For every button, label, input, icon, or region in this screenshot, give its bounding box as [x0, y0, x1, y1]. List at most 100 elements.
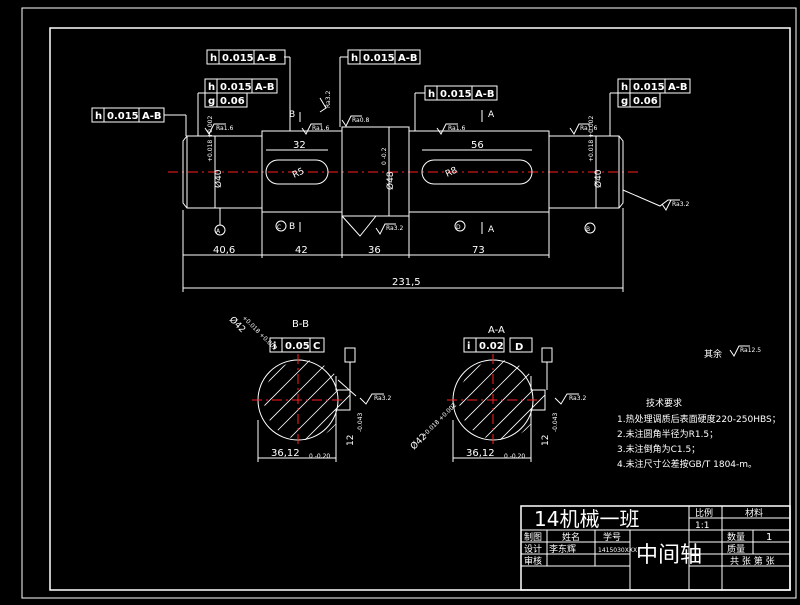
svg-text:0.015: 0.015	[633, 82, 665, 93]
bb-fcf	[269, 337, 325, 353]
svg-text:g: g	[208, 96, 215, 107]
qty-value: 1	[766, 532, 772, 543]
len-seg2: 42	[295, 245, 308, 256]
datum-C-letter: C	[277, 224, 281, 231]
datum-B-letter: B	[586, 226, 590, 233]
datum-marker-D	[454, 220, 466, 232]
len-seg3: 36	[368, 245, 381, 256]
roughness-3: Ra1.6	[312, 125, 329, 132]
roughness-6: Ra1.6	[580, 125, 597, 132]
bb-width-tol: 0 -0.20	[309, 453, 330, 460]
radius-r5: R5	[291, 167, 306, 181]
dia1-tol: +0.018 +0.002	[207, 116, 214, 162]
roughness-1: Ra1.6	[216, 125, 233, 132]
designer-name: 李东辉	[549, 543, 576, 555]
aa-width: 36,12	[466, 448, 495, 459]
roughness-4: Ra0.8	[352, 117, 369, 124]
sheets-label: 共 张 第 张	[730, 555, 775, 567]
scale-label: 比例	[695, 507, 713, 519]
title-class: 14机械一班	[534, 507, 639, 531]
rest-label: 其余	[704, 348, 722, 360]
fcf-leftmost: h 0.015 A-B	[91, 107, 187, 136]
section-aa-title: A-A	[488, 325, 505, 336]
inner-frame	[49, 27, 791, 591]
bb-key-tol: -0.043	[357, 412, 364, 432]
aa-fcf	[463, 337, 505, 353]
outer-border	[21, 7, 797, 599]
rest-ra: Ra12.5	[740, 347, 761, 354]
svg-text:0.015: 0.015	[107, 111, 139, 122]
datum-D-letter: D	[456, 224, 461, 231]
row-review: 审核	[524, 555, 542, 567]
note-3: 3.未注倒角为C1.5；	[617, 443, 700, 455]
svg-text:0.06: 0.06	[220, 96, 245, 107]
radius-r8: R8	[444, 165, 459, 179]
svg-text:0.015: 0.015	[222, 53, 254, 64]
svg-text:0.015: 0.015	[363, 53, 395, 64]
svg-text:h: h	[428, 89, 435, 100]
shaft-view: Ø40 +0.018 +0.002 Ø48 0 -0.2 Ø40 +0.018 …	[91, 49, 691, 292]
mass-label: 质量	[727, 543, 745, 555]
material-label: 材料	[745, 507, 763, 519]
student-id: 1415030XXX	[598, 547, 637, 554]
section-bb-title: B-B	[292, 319, 309, 330]
svg-text:A-B: A-B	[668, 82, 688, 93]
qty-label: 数量	[727, 531, 745, 543]
roughness-7: Ra3.2	[386, 225, 403, 232]
svg-text:i: i	[467, 341, 470, 352]
datum-marker-C	[275, 220, 287, 232]
notes-heading: 技术要求	[646, 397, 682, 409]
fcf-right: h 0.015 A-B g 0.06	[609, 78, 691, 136]
svg-text:A-B: A-B	[257, 53, 277, 64]
datum-A-letter: A	[216, 228, 221, 235]
svg-text:h: h	[351, 53, 358, 64]
svg-text:0.02: 0.02	[479, 341, 504, 352]
svg-text:A-B: A-B	[142, 111, 162, 122]
dia5-label: Ø40	[593, 169, 604, 188]
svg-text:0.06: 0.06	[633, 96, 658, 107]
svg-text:g: g	[621, 96, 628, 107]
svg-text:A-B: A-B	[255, 82, 275, 93]
aa-roughness: Ra3.2	[569, 395, 586, 402]
section-A-bottom: A	[488, 225, 495, 235]
svg-text:h: h	[95, 111, 102, 122]
groove-leader	[341, 215, 377, 237]
dia1-label: Ø40	[213, 169, 224, 188]
svg-text:0.015: 0.015	[220, 82, 252, 93]
key2-width: 56	[471, 140, 484, 151]
fcf-left-top: h 0.015 A-B	[206, 49, 291, 131]
note-2: 2.未注圆角半径为R1.5；	[617, 428, 718, 440]
aa-key-tol: -0.043	[552, 412, 559, 432]
key1-width: 32	[293, 140, 306, 151]
len-total: 231,5	[392, 277, 421, 288]
len-seg1: 40,6	[213, 245, 235, 256]
svg-text:h: h	[210, 53, 217, 64]
fcf-mid-top: h 0.015 A-B	[339, 49, 421, 127]
roughness-5: Ra1.6	[448, 125, 465, 132]
svg-text:C: C	[313, 341, 320, 352]
bb-width: 36,12	[271, 448, 300, 459]
svg-text:0.05: 0.05	[285, 341, 310, 352]
row-design: 设计	[524, 543, 542, 555]
keyway-2	[421, 159, 533, 185]
scale-value: 1:1	[695, 521, 709, 531]
datum-marker-B	[584, 222, 596, 234]
keyway-1	[265, 159, 329, 185]
section-B-bottom: B	[289, 222, 295, 232]
section-aa: A-A i 0.02 D 36,12 0 -0.20 12 -0.043 Ø42…	[408, 325, 586, 462]
title-block: 14机械一班 比例 1:1 材料 制图 姓名 学号 设计 李东辉 1415030…	[520, 505, 791, 591]
dia3-label: Ø48	[385, 171, 396, 190]
roughness-symbols: Ra1.6 Ra1.6 Ra3.2 Ra0.8 Ra1.6 Ra1.6 Ra3.…	[204, 91, 689, 235]
row-draw: 制图	[524, 531, 542, 543]
section-bb: B-B i 0.05 C 36,12 0 -0.20 12 -0.043 Ø42…	[227, 314, 391, 462]
section-B-top: B	[289, 110, 295, 120]
svg-text:0.015: 0.015	[440, 89, 472, 100]
dia3-tol: 0 -0.2	[381, 147, 388, 165]
note-4: 4.未注尺寸公差按GB/T 1804-m。	[617, 458, 757, 470]
bb-dia-tol: +0.018 +0.002	[241, 314, 279, 352]
technical-notes: 技术要求 1.热处理调质后表面硬度220-250HBS； 2.未注圆角半径为R1…	[617, 397, 781, 470]
bb-key: 12	[346, 435, 356, 446]
bb-roughness: Ra3.2	[374, 395, 391, 402]
